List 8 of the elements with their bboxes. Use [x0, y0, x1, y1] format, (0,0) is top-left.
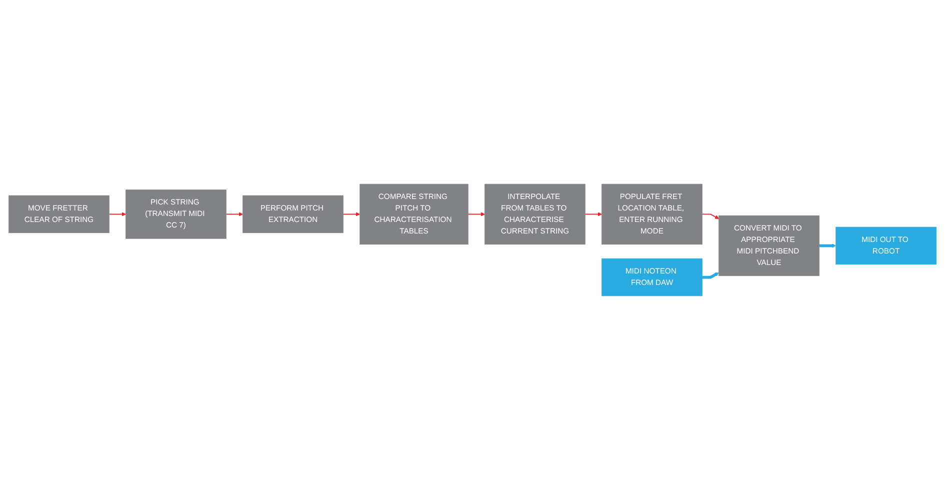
arrow — [108, 212, 126, 216]
arrow — [468, 212, 485, 216]
arrow — [702, 214, 720, 219]
arrow — [342, 212, 360, 216]
arrow — [584, 212, 602, 216]
arrow — [702, 272, 720, 279]
arrow — [226, 212, 244, 216]
arrow — [819, 244, 836, 248]
